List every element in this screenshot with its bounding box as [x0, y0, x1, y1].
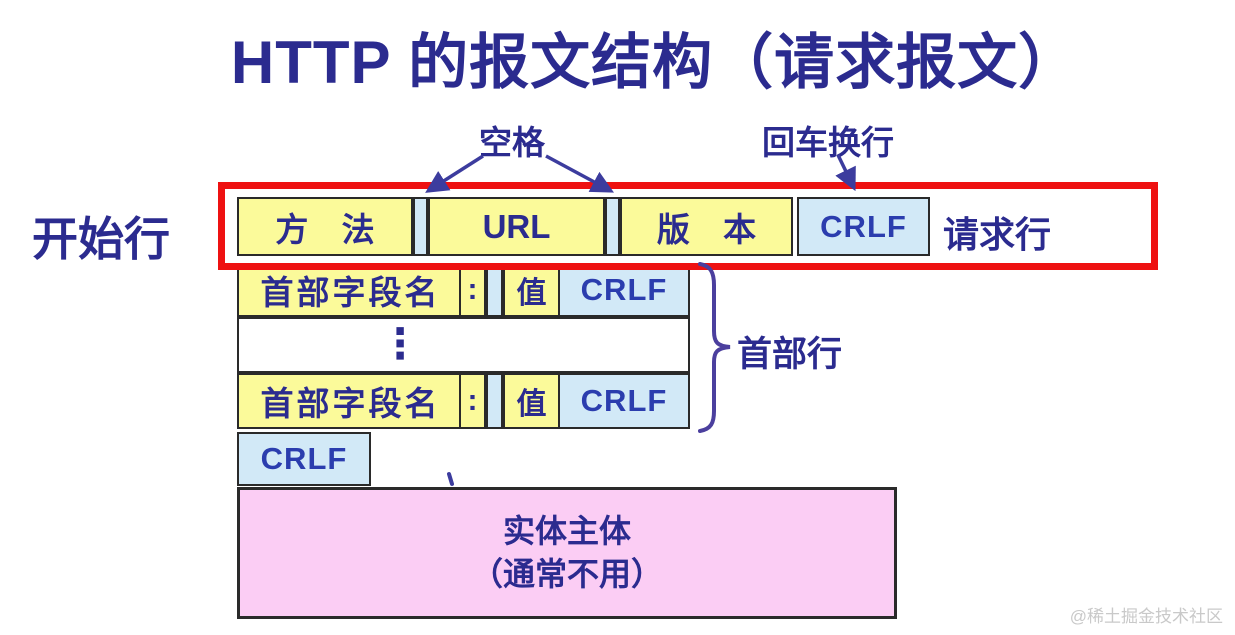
space-gap-2 — [605, 197, 620, 256]
request-line-annotation: 请求行 — [943, 214, 1052, 255]
header2-space-gap — [486, 373, 503, 429]
header2-field-name-cell: 首部字段名 — [237, 373, 461, 429]
watermark: @稀土掘金技术社区 — [1069, 607, 1223, 626]
diagram-title: HTTP 的报文结构（请求报文） — [230, 29, 1080, 96]
header2-value-label: 值 — [516, 388, 547, 421]
entity-body-line1: 实体主体 — [502, 512, 631, 549]
entity-body-line2: （通常不用） — [470, 556, 663, 592]
header2-crlf-cell: CRLF — [558, 373, 690, 429]
request-crlf-label: CRLF — [820, 208, 907, 244]
space-gap-1 — [413, 197, 428, 256]
header1-crlf-label: CRLF — [580, 272, 668, 307]
header2-field-name-label: 首部字段名 — [260, 385, 441, 422]
start-line-annotation: 开始行 — [32, 213, 170, 265]
crlf-annotation: 回车换行 — [762, 124, 894, 161]
header1-value-cell: 值 — [503, 263, 560, 317]
header2-colon-label: : — [467, 384, 478, 417]
header-lines-brace — [698, 262, 731, 433]
entity-tick-mark — [447, 472, 454, 486]
header2-crlf-label: CRLF — [580, 383, 668, 418]
header1-space-gap — [486, 263, 503, 317]
header-lines-annotation: 首部行 — [737, 335, 843, 374]
header1-colon-label: : — [467, 273, 478, 306]
header2-value-cell: 值 — [503, 373, 560, 429]
header1-field-name-cell: 首部字段名 — [237, 263, 461, 317]
more-headers-row: ⋮ — [237, 317, 690, 373]
request-crlf-cell: CRLF — [797, 197, 930, 256]
version-cell: 版 本 — [620, 197, 793, 256]
request-line-highlight-frame — [218, 182, 1158, 270]
url-cell: URL — [428, 197, 605, 256]
method-cell: 方 法 — [237, 197, 413, 256]
blank-line-crlf-label: CRLF — [260, 441, 348, 476]
header1-field-name-label: 首部字段名 — [260, 274, 441, 311]
header2-colon-cell: : — [459, 373, 486, 429]
header1-crlf-cell: CRLF — [558, 263, 690, 317]
entity-body-box: 实体主体 （通常不用） — [237, 487, 897, 619]
header1-colon-cell: : — [459, 263, 486, 317]
blank-line-crlf-cell: CRLF — [237, 432, 371, 486]
method-cell-label: 方 法 — [275, 210, 387, 248]
space-annotation: 空格 — [479, 124, 545, 161]
entity-body-text: 实体主体 （通常不用） — [471, 510, 663, 596]
url-cell-label: URL — [482, 207, 551, 245]
header1-value-label: 值 — [516, 277, 547, 310]
vertical-ellipsis: ⋮ — [379, 319, 421, 368]
version-cell-label: 版 本 — [656, 210, 769, 248]
